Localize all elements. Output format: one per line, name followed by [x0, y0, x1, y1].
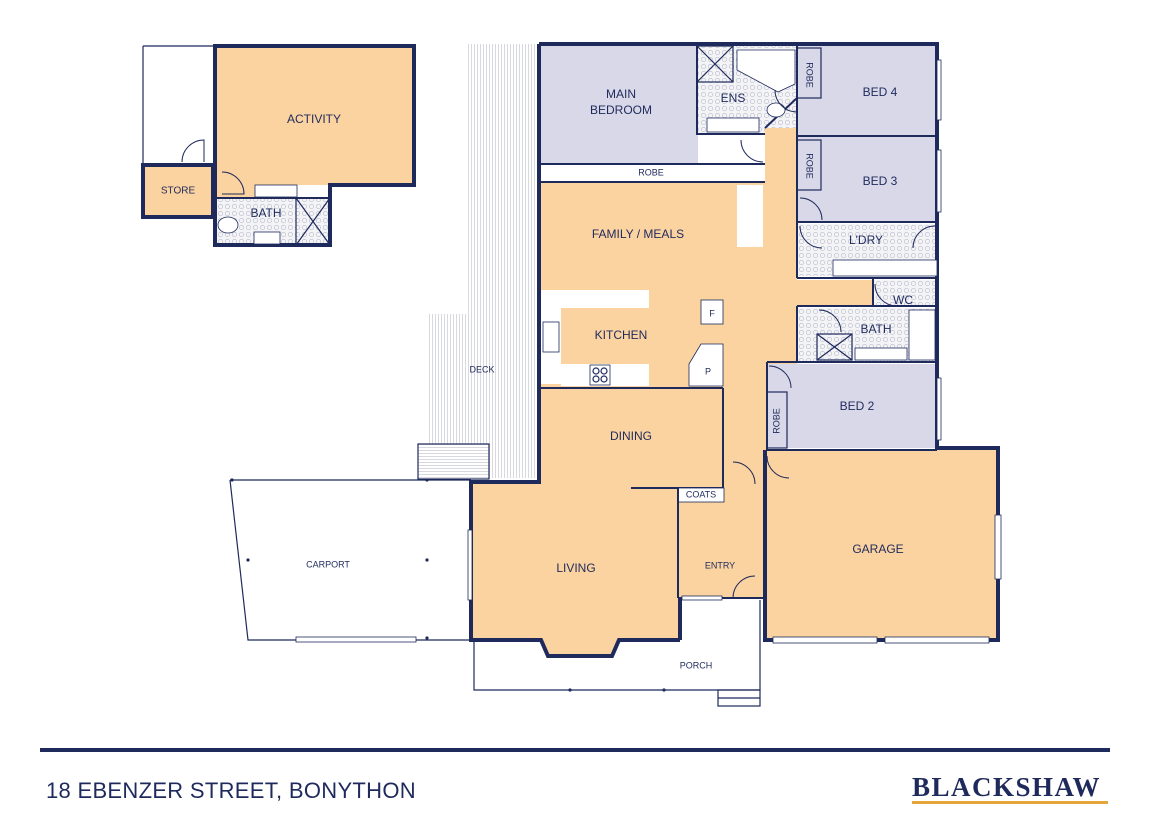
- brand-logo-underline: [912, 801, 1108, 804]
- room-label-robe-bed3: ROBE: [805, 153, 815, 179]
- footer-divider: [40, 748, 1110, 752]
- room-label-bed2: BED 2: [840, 399, 875, 413]
- room-label-fridge: F: [709, 308, 715, 318]
- porch: PORCH: [473, 600, 761, 707]
- room-label-entry: ENTRY: [705, 560, 735, 570]
- room-label-studio-bath: BATH: [250, 206, 281, 220]
- room-label-family-meals: FAMILY / MEALS: [592, 227, 684, 241]
- room-label-main-bedroom-2: BEDROOM: [590, 103, 652, 117]
- property-address: 18 EBENZER STREET, BONYTHON: [46, 778, 416, 803]
- room-label-ensuite: ENS: [721, 91, 746, 105]
- room-label-coats: COATS: [686, 489, 716, 499]
- room-labels: MAIN BEDROOM ENS ROBE ROBE ROBE ROBE BED…: [556, 62, 913, 575]
- deck: DECK: [417, 44, 539, 480]
- room-label-activity: ACTIVITY: [287, 112, 341, 126]
- room-label-dining: DINING: [610, 429, 652, 443]
- brand-logo: BLACKSHAW: [912, 772, 1102, 802]
- room-label-store: STORE: [161, 186, 196, 197]
- room-label-deck: DECK: [469, 364, 494, 374]
- room-label-porch: PORCH: [680, 660, 713, 670]
- studio-building: ACTIVITY STORE BATH: [141, 44, 416, 247]
- room-label-living: LIVING: [556, 561, 595, 575]
- room-label-bed4: BED 4: [863, 85, 898, 99]
- room-label-pantry: P: [705, 366, 711, 376]
- room-label-robe-bed4: ROBE: [805, 62, 815, 88]
- room-label-robe-main: ROBE: [638, 167, 664, 177]
- room-label-main-bedroom-1: MAIN: [606, 87, 636, 101]
- room-label-bed3: BED 3: [863, 174, 898, 188]
- room-label-laundry: L'DRY: [849, 233, 883, 247]
- room-label-bath: BATH: [860, 322, 891, 336]
- room-label-carport: CARPORT: [306, 559, 350, 569]
- room-label-garage: GARAGE: [852, 542, 903, 556]
- room-label-wc: WC: [893, 293, 913, 307]
- room-label-kitchen: KITCHEN: [595, 328, 648, 342]
- carport: CARPORT: [229, 478, 471, 643]
- room-label-robe-bed2: ROBE: [771, 408, 781, 434]
- main-house-walls: [467, 42, 1002, 658]
